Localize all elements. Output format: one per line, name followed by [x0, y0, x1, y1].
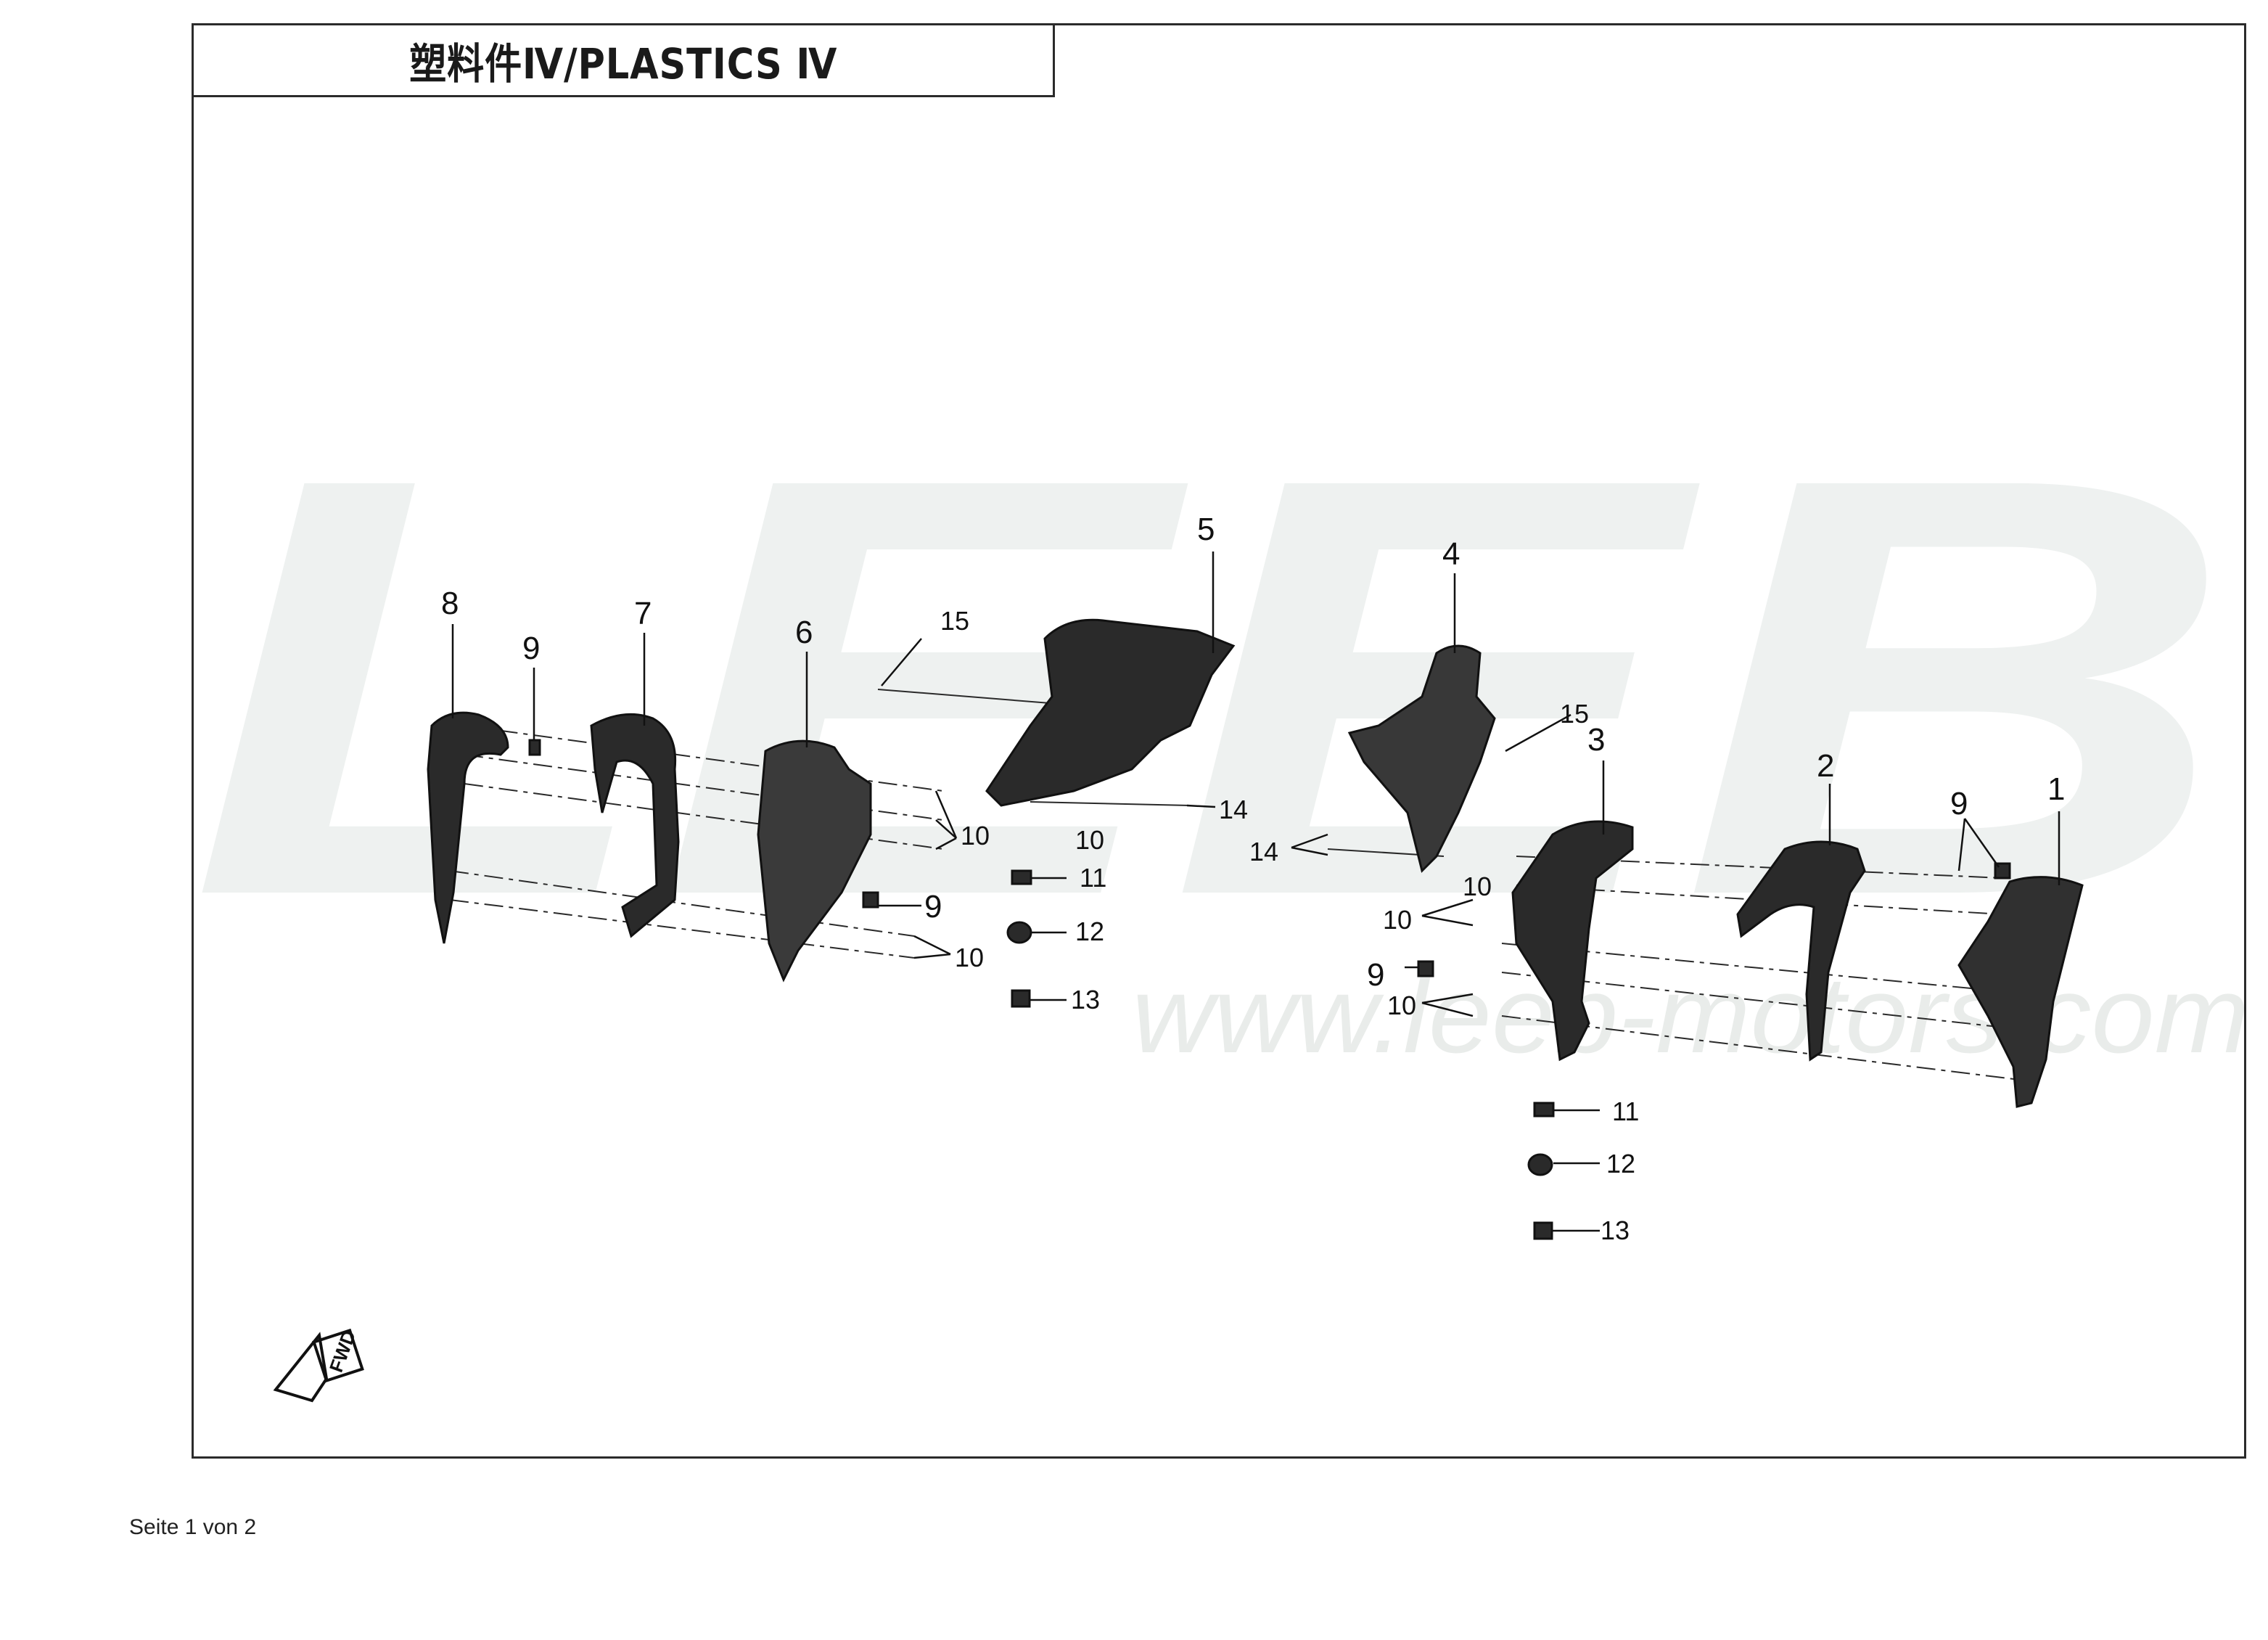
part-8-shape — [427, 711, 509, 944]
part-1-shape — [1957, 876, 2084, 1108]
callout-2: 2 — [1817, 748, 1834, 784]
callout-12: 12 — [1606, 1149, 1635, 1178]
fastener-12b — [1527, 1153, 1553, 1176]
page-title: 塑料件Ⅳ/PLASTICS Ⅳ — [408, 39, 838, 89]
callout-11: 11 — [1612, 1096, 1639, 1126]
fastener-9c — [1417, 960, 1434, 977]
fastener-13b — [1533, 1221, 1553, 1240]
callout-7: 7 — [634, 596, 652, 631]
callout-8: 8 — [441, 586, 459, 621]
part-7-shape — [590, 713, 680, 938]
callout-9: 9 — [1950, 786, 1968, 821]
callout-15: 15 — [1560, 699, 1589, 729]
fastener-11a — [1011, 869, 1032, 885]
callout-12: 12 — [1075, 917, 1104, 946]
callout-5: 5 — [1197, 512, 1215, 547]
watermark: LEEB www.leeb-motors.com — [189, 354, 2249, 1075]
callout-10: 10 — [1383, 905, 1412, 935]
callout-leaders — [451, 552, 2060, 1232]
part-2-shape — [1736, 840, 1866, 1062]
callout-10: 10 — [1075, 825, 1104, 855]
fwd-arrow-icon — [273, 1332, 329, 1403]
fastener-11b — [1533, 1102, 1555, 1118]
callout-6: 6 — [795, 615, 813, 650]
callout-10: 10 — [1387, 991, 1416, 1020]
callout-13: 13 — [1601, 1215, 1630, 1245]
fastener-12a — [1006, 921, 1032, 944]
callout-10: 10 — [955, 943, 984, 972]
callout-labels: 8 9 7 6 15 5 4 15 3 2 9 1 14 14 10 10 11… — [441, 512, 2065, 1245]
fwd-direction-marker: FWD — [273, 1327, 364, 1403]
page-footer: Seite 1 von 2 — [129, 1515, 257, 1539]
fastener-13a — [1011, 989, 1031, 1008]
drawing-frame — [192, 23, 2246, 1459]
callout-9: 9 — [924, 889, 942, 924]
callout-4: 4 — [1442, 536, 1460, 572]
watermark-brand: LEEB — [189, 354, 2235, 1019]
watermark-url: www.leeb-motors.com — [1132, 954, 2249, 1075]
part-5-shape — [985, 618, 1236, 807]
fastener-9b — [862, 891, 879, 909]
callout-15: 15 — [940, 606, 969, 636]
callout-9: 9 — [1367, 957, 1384, 993]
callout-11: 11 — [1080, 863, 1106, 893]
part-6-shape — [757, 739, 872, 983]
part-4-shape — [1347, 644, 1496, 873]
callout-9: 9 — [522, 631, 540, 666]
callout-10: 10 — [961, 821, 990, 850]
callout-1: 1 — [2047, 771, 2065, 807]
fwd-label: FWD — [325, 1327, 360, 1375]
callout-14: 14 — [1219, 795, 1248, 824]
fastener-9a — [528, 739, 541, 756]
callout-14: 14 — [1249, 837, 1278, 866]
callout-13: 13 — [1071, 985, 1100, 1014]
callout-10: 10 — [1463, 872, 1492, 901]
title-box: 塑料件Ⅳ/PLASTICS Ⅳ — [192, 23, 1055, 97]
parts — [427, 618, 2084, 1240]
callout-3: 3 — [1587, 722, 1605, 758]
part-3-shape — [1511, 820, 1634, 1062]
